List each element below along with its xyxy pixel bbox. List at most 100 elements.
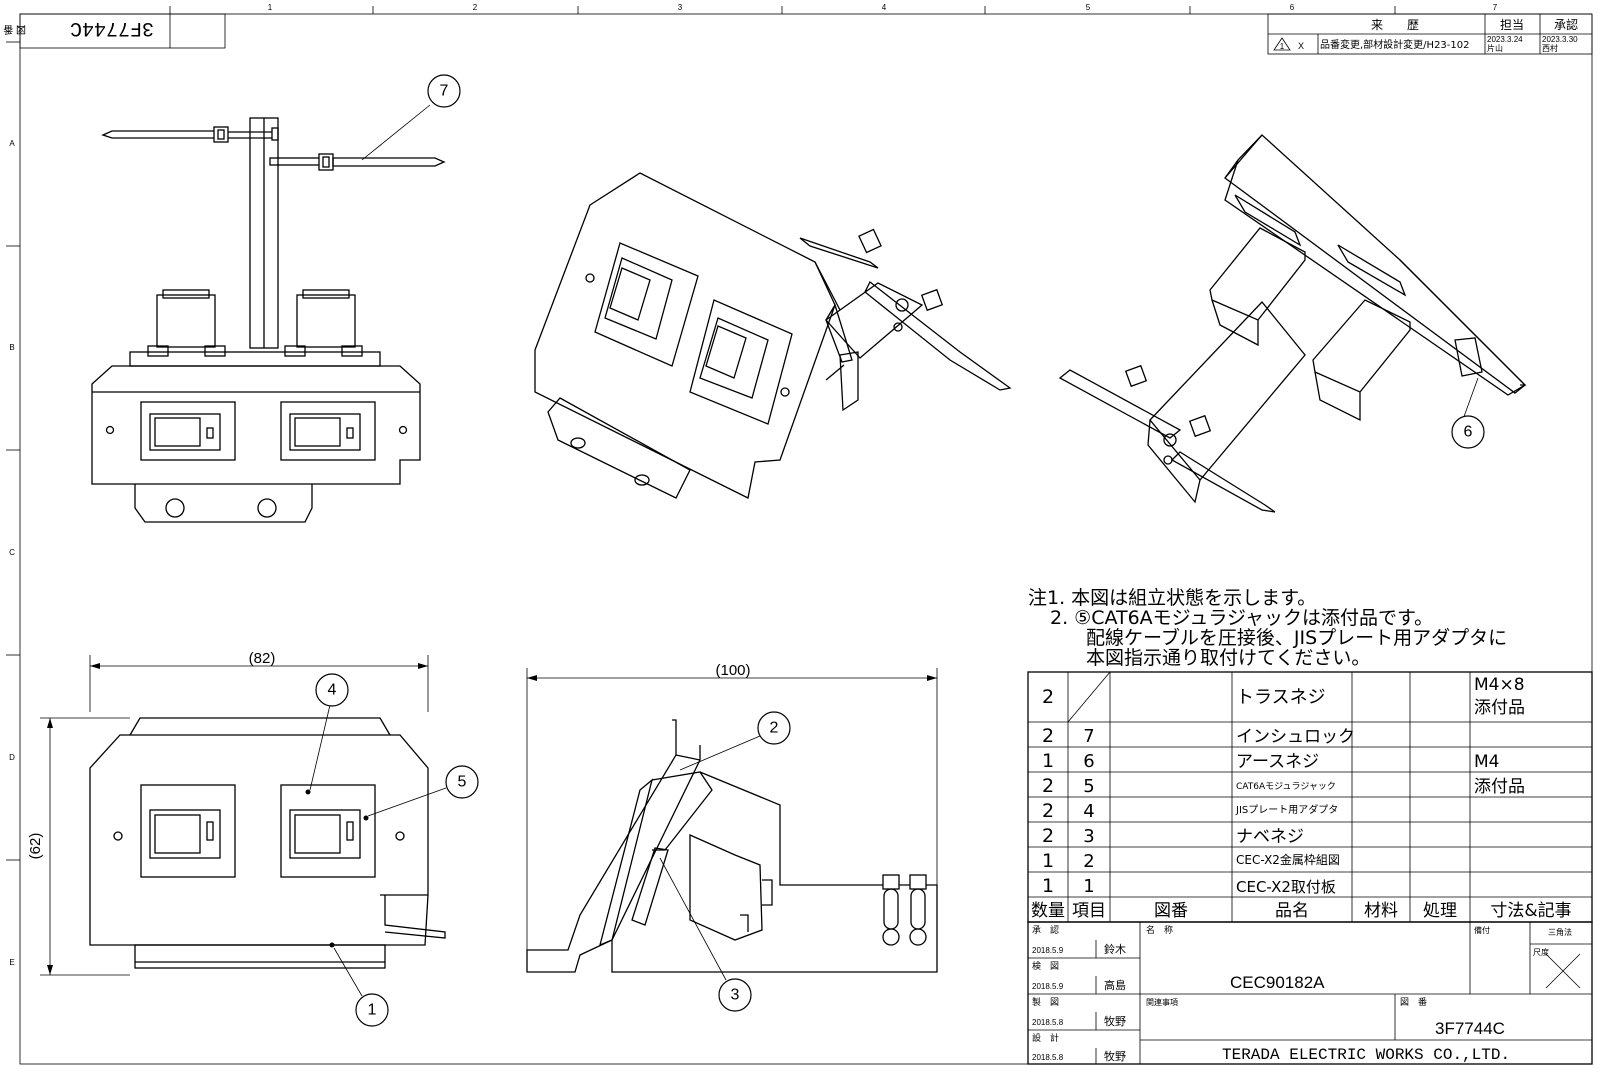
title-check-name: 高島 bbox=[1104, 978, 1126, 992]
bill-of-materials: 2 トラスネジ M4×8 添付品 2 7 インシュロック 1 6 アースネジ M… bbox=[1027, 671, 1593, 923]
note-line-4: 本図指示通り取付けてください。 bbox=[1086, 647, 1371, 669]
bom-row-7-qty: 1 bbox=[1042, 850, 1054, 872]
title-dwg-value: 3F7744C bbox=[1435, 1019, 1505, 1038]
bom-row-2-name: インシュロック bbox=[1236, 727, 1355, 747]
zone-col-1: 1 bbox=[268, 3, 273, 12]
top-drawing-number-box: 3F7744C 図 番 bbox=[3, 13, 226, 49]
bom-header-item: 項目 bbox=[1072, 901, 1106, 921]
title-design-date: 2018.5.8 bbox=[1032, 1053, 1064, 1062]
bom-row-6-name: ナベネジ bbox=[1236, 827, 1304, 847]
bom-row-5-qty: 2 bbox=[1042, 800, 1054, 822]
title-block: 承 認 2018.5.9 鈴木 検 図 2018.5.9 高島 製 図 2018… bbox=[1027, 921, 1593, 1065]
zone-row-d: D bbox=[9, 753, 15, 762]
view-front-dimensioned bbox=[40, 655, 446, 976]
bom-row-1-qty: 2 bbox=[1042, 686, 1054, 708]
zone-col-5: 5 bbox=[1086, 3, 1091, 12]
svg-text:6: 6 bbox=[1464, 424, 1473, 441]
title-draw-name: 牧野 bbox=[1104, 1014, 1126, 1028]
bom-row-5-item: 4 bbox=[1083, 801, 1094, 822]
view-isometric-front bbox=[534, 172, 1012, 499]
bom-header-process: 処理 bbox=[1423, 901, 1457, 921]
revision-header-history: 来 歴 bbox=[1371, 18, 1419, 32]
title-company: TERADA ELECTRIC WORKS CO.,LTD. bbox=[1222, 1046, 1510, 1064]
zone-row-b: B bbox=[9, 343, 14, 352]
bom-row-4-qty: 2 bbox=[1042, 775, 1054, 797]
bom-row-1-name: トラスネジ bbox=[1236, 687, 1326, 708]
zone-col-2: 2 bbox=[473, 3, 478, 12]
zone-row-c: C bbox=[9, 548, 15, 557]
bom-row-8-qty: 1 bbox=[1042, 875, 1054, 897]
revision-description: 品番変更,部材設計変更/H23-102 bbox=[1320, 38, 1470, 51]
svg-text:2: 2 bbox=[770, 720, 779, 737]
note-line-3: 配線ケーブルを圧接後、JISプレート用アダプタに bbox=[1086, 627, 1508, 649]
title-remarks-label: 備付 bbox=[1474, 925, 1490, 935]
title-draw-date: 2018.5.8 bbox=[1032, 1018, 1064, 1027]
svg-text:7: 7 bbox=[440, 83, 449, 100]
bom-header-notes: 寸法&記事 bbox=[1490, 901, 1571, 921]
bom-row-1-note: M4×8 bbox=[1474, 675, 1525, 695]
title-related-label: 関連事項 bbox=[1146, 997, 1178, 1007]
svg-text:1: 1 bbox=[368, 1002, 377, 1019]
view-top-left bbox=[91, 117, 446, 523]
revision-approval-date: 2023.3.30 bbox=[1542, 35, 1578, 44]
balloon-1: 1 bbox=[333, 947, 389, 1027]
bom-row-1-note2: 添付品 bbox=[1474, 698, 1525, 718]
bom-row-4-item: 5 bbox=[1083, 776, 1094, 797]
view-side bbox=[526, 668, 938, 973]
zone-row-a: A bbox=[9, 139, 15, 148]
svg-text:3: 3 bbox=[731, 987, 740, 1004]
dimension-width-front: (82) bbox=[249, 650, 276, 667]
revision-approval-name: 西村 bbox=[1542, 43, 1558, 53]
sheet-border bbox=[19, 13, 1593, 1065]
title-name-label: 名 称 bbox=[1146, 924, 1173, 936]
svg-text:5: 5 bbox=[458, 774, 467, 791]
bom-row-5-name: JISプレート用アダプタ bbox=[1235, 803, 1338, 816]
top-drawing-number: 3F7744C bbox=[70, 16, 154, 39]
title-approve-label: 承 認 bbox=[1032, 924, 1059, 936]
revision-mark-suffix: X bbox=[1298, 41, 1304, 51]
title-check-label: 検 図 bbox=[1032, 960, 1059, 972]
revision-header-person: 担当 bbox=[1500, 18, 1524, 32]
title-dwg-label: 図 番 bbox=[1400, 996, 1427, 1008]
title-projection: 三角法 bbox=[1548, 927, 1572, 937]
revision-mark: 1 bbox=[1280, 42, 1285, 51]
bom-row-8-name: CEC-X2取付板 bbox=[1236, 878, 1336, 896]
bom-row-3-item: 6 bbox=[1083, 751, 1094, 772]
balloon-5: 5 bbox=[367, 765, 479, 817]
dimension-width-side: (100) bbox=[715, 662, 750, 679]
zone-col-7: 7 bbox=[1493, 3, 1498, 12]
revision-block: 来 歴 担当 承認 1 X 品番変更,部材設計変更/H23-102 2023.3… bbox=[1267, 13, 1593, 55]
bom-row-4-name: CAT6Aモジュラジャック bbox=[1236, 781, 1336, 792]
bom-row-6-item: 3 bbox=[1083, 826, 1094, 847]
title-design-name: 牧野 bbox=[1104, 1049, 1126, 1063]
bom-row-6-qty: 2 bbox=[1042, 825, 1054, 847]
dimension-height-front: (62) bbox=[27, 833, 44, 860]
zone-ticks bbox=[6, 6, 1396, 861]
revision-person-name: 片山 bbox=[1487, 43, 1503, 53]
bom-row-7-item: 2 bbox=[1083, 851, 1094, 872]
zone-row-e: E bbox=[9, 958, 14, 967]
title-design-label: 設 計 bbox=[1032, 1032, 1059, 1044]
zone-col-4: 4 bbox=[882, 3, 887, 12]
bom-row-3-note: M4 bbox=[1474, 752, 1499, 772]
svg-text:4: 4 bbox=[328, 682, 337, 699]
bom-header-dwg: 図番 bbox=[1154, 901, 1188, 921]
title-check-date: 2018.5.9 bbox=[1032, 982, 1064, 991]
bom-header-material: 材料 bbox=[1364, 901, 1398, 921]
bom-header-name: 品名 bbox=[1275, 901, 1309, 921]
revision-person-date: 2023.3.24 bbox=[1487, 35, 1523, 44]
note-line-2: 2. ⑤CAT6Aモジュラジャックは添付品です。 bbox=[1050, 607, 1434, 629]
balloon-7: 7 bbox=[361, 74, 461, 161]
balloon-4: 4 bbox=[309, 673, 349, 791]
balloon-3: 3 bbox=[659, 857, 752, 1012]
zone-col-3: 3 bbox=[678, 3, 683, 12]
zone-col-6: 6 bbox=[1290, 3, 1295, 12]
note-line-1: 注1. 本図は組立状態を示します。 bbox=[1028, 587, 1317, 609]
bom-row-2-item: 7 bbox=[1083, 726, 1094, 747]
bom-row-3-name: アースネジ bbox=[1236, 752, 1319, 772]
revision-triangle-icon bbox=[1273, 37, 1291, 51]
title-name-value: CEC90182A bbox=[1230, 973, 1325, 992]
title-scale-label: 尺度 bbox=[1533, 947, 1549, 957]
